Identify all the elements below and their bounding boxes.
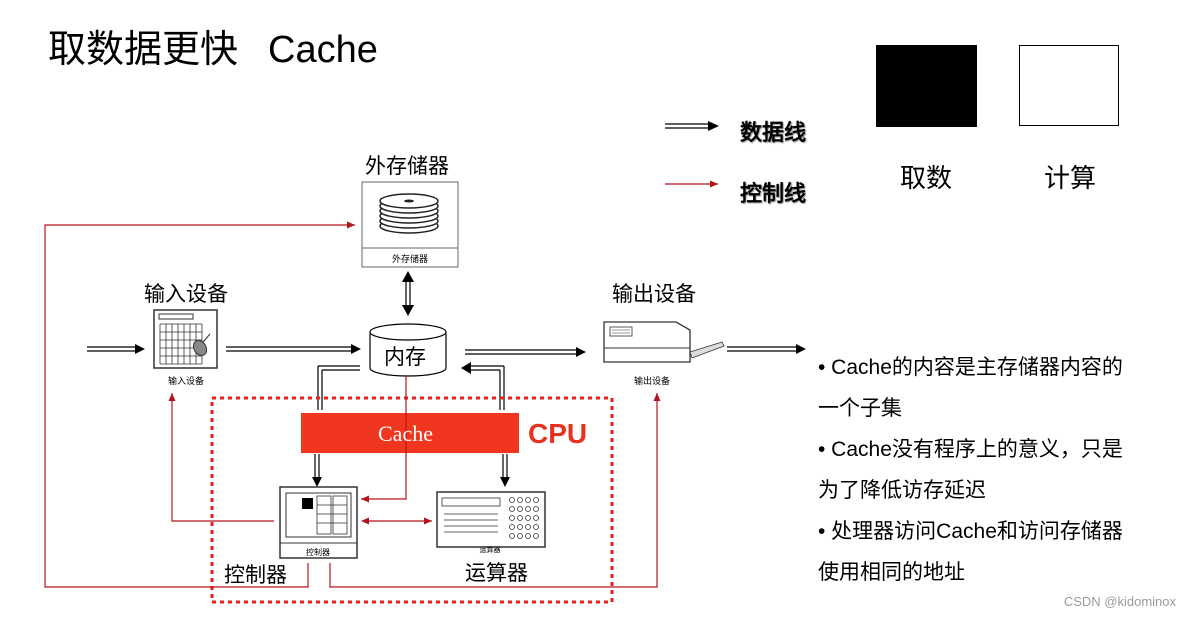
memory-cylinder xyxy=(369,323,447,377)
input-small-label: 输入设备 xyxy=(168,375,204,387)
page-title: 取数据更快 Cache xyxy=(48,18,378,73)
control-line-controller-external-storage xyxy=(44,221,355,588)
title-zh: 取数据更快 xyxy=(48,27,239,71)
controller-device: 控制器 xyxy=(279,486,358,559)
legend-data-line xyxy=(665,121,719,131)
data-line-input-memory xyxy=(226,344,361,354)
note-line: 为了降低访存延迟 xyxy=(818,479,986,502)
data-line-memory-cache-left xyxy=(317,365,360,410)
note-line: 使用相同的地址 xyxy=(818,561,965,584)
controller-small-label: 控制器 xyxy=(306,547,330,557)
cache-bar xyxy=(301,413,519,453)
storage-memory-arrow xyxy=(402,271,414,316)
data-line-input-in xyxy=(87,344,145,354)
data-line-memory-output xyxy=(465,347,586,357)
controller-label: 控制器 xyxy=(224,563,287,587)
note-line: 一个子集 xyxy=(818,397,902,420)
input-label: 输入设备 xyxy=(144,282,228,306)
note-line: • 处理器访问Cache和访问存储器 xyxy=(818,520,1123,543)
output-device: 输出设备 xyxy=(603,321,725,387)
data-line-cache-memory-right xyxy=(461,362,505,410)
fetch-box xyxy=(876,45,977,127)
cache-label: Cache xyxy=(378,421,433,446)
mouse-icon xyxy=(192,333,211,357)
watermark: CSDN @kidominox xyxy=(1063,594,1176,609)
memory-label: 内存 xyxy=(384,345,426,369)
compute-box xyxy=(1019,45,1119,126)
alu-device: 运算器 xyxy=(436,491,546,554)
disk-stack-icon xyxy=(379,193,439,234)
legend-control-line-label: 控制线 xyxy=(740,182,807,207)
legend-data-line-label: 数据线 xyxy=(740,121,807,146)
fetch-label: 取数 xyxy=(900,164,953,194)
data-line-cache-alu xyxy=(500,454,510,487)
data-line-cache-controller xyxy=(312,454,322,487)
alu-small-label: 运算器 xyxy=(480,545,501,554)
note-line: • Cache没有程序上的意义，只是 xyxy=(818,438,1123,461)
control-line-controller-input xyxy=(168,393,274,522)
data-line-output-out xyxy=(727,344,806,354)
cpu-label: CPU xyxy=(528,418,588,449)
notes-list: • Cache的内容是主存储器内容的 一个子集 • Cache没有程序上的意义，… xyxy=(818,347,1123,593)
external-storage-device: 外存储器 xyxy=(361,181,459,268)
cpu-boundary xyxy=(210,396,614,604)
title-en: Cache xyxy=(268,29,378,71)
external-storage-label: 外存储器 xyxy=(365,154,449,178)
control-line-memory-controller xyxy=(361,376,407,503)
output-label: 输出设备 xyxy=(612,282,696,306)
input-device: 输入设备 xyxy=(153,309,218,387)
alu-label: 运算器 xyxy=(465,561,528,585)
compute-label: 计算 xyxy=(1044,164,1097,194)
output-small-label: 输出设备 xyxy=(634,375,670,387)
note-line: • Cache的内容是主存储器内容的 xyxy=(818,356,1123,379)
control-line-controller-output xyxy=(329,393,661,588)
external-storage-small-label: 外存储器 xyxy=(392,253,428,265)
keypad-icon xyxy=(509,497,539,539)
